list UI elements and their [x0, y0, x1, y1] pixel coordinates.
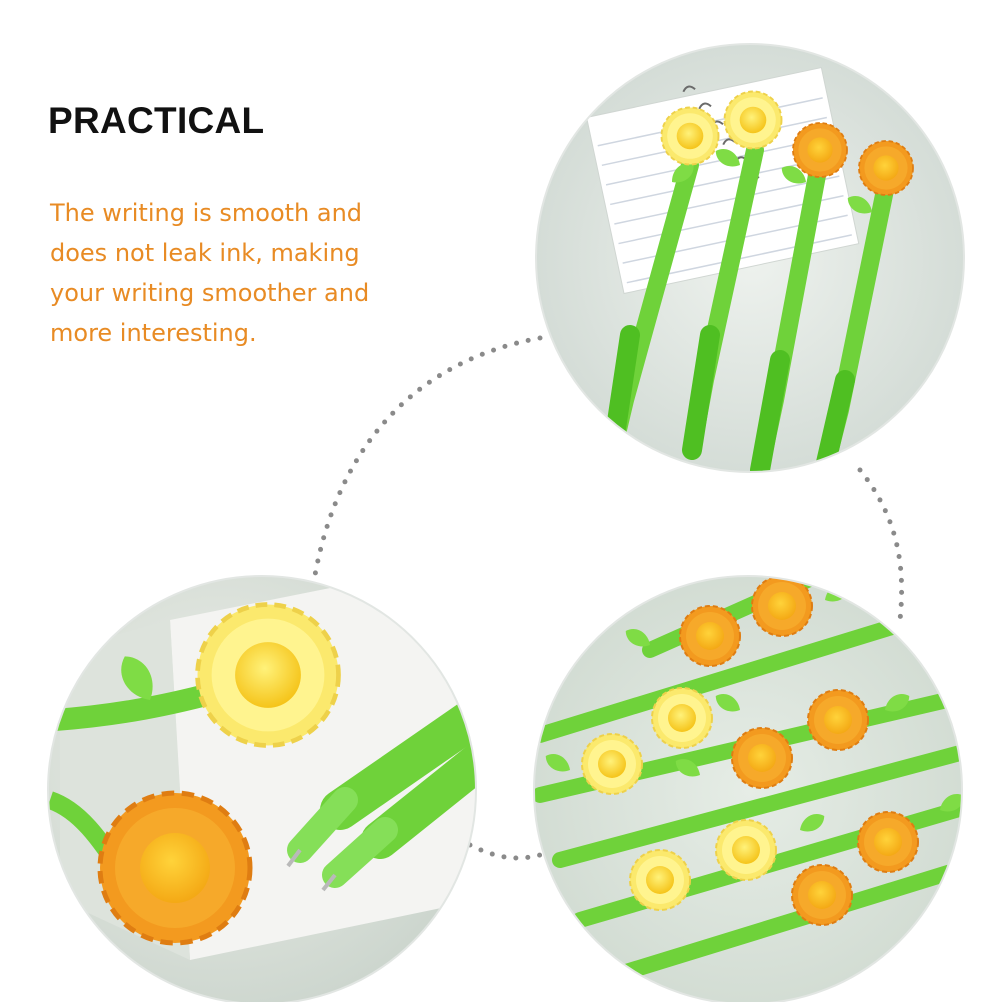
description-text: The writing is smooth and does not leak …	[50, 193, 450, 353]
description-line: The writing is smooth and	[50, 199, 363, 227]
pen	[750, 122, 848, 472]
description-line: more interesting.	[50, 319, 257, 347]
description-line: does not leak ink, making	[50, 239, 360, 267]
dotted-connector	[312, 335, 905, 861]
description-line: your writing smoother and	[50, 279, 370, 307]
page-heading: PRACTICAL	[48, 100, 265, 141]
photo-circle-pen-tips	[48, 576, 476, 1002]
photo-circle-pen-assortment	[534, 576, 962, 1002]
pen	[682, 90, 783, 460]
photo-circle-pens-on-notebook	[536, 44, 964, 472]
